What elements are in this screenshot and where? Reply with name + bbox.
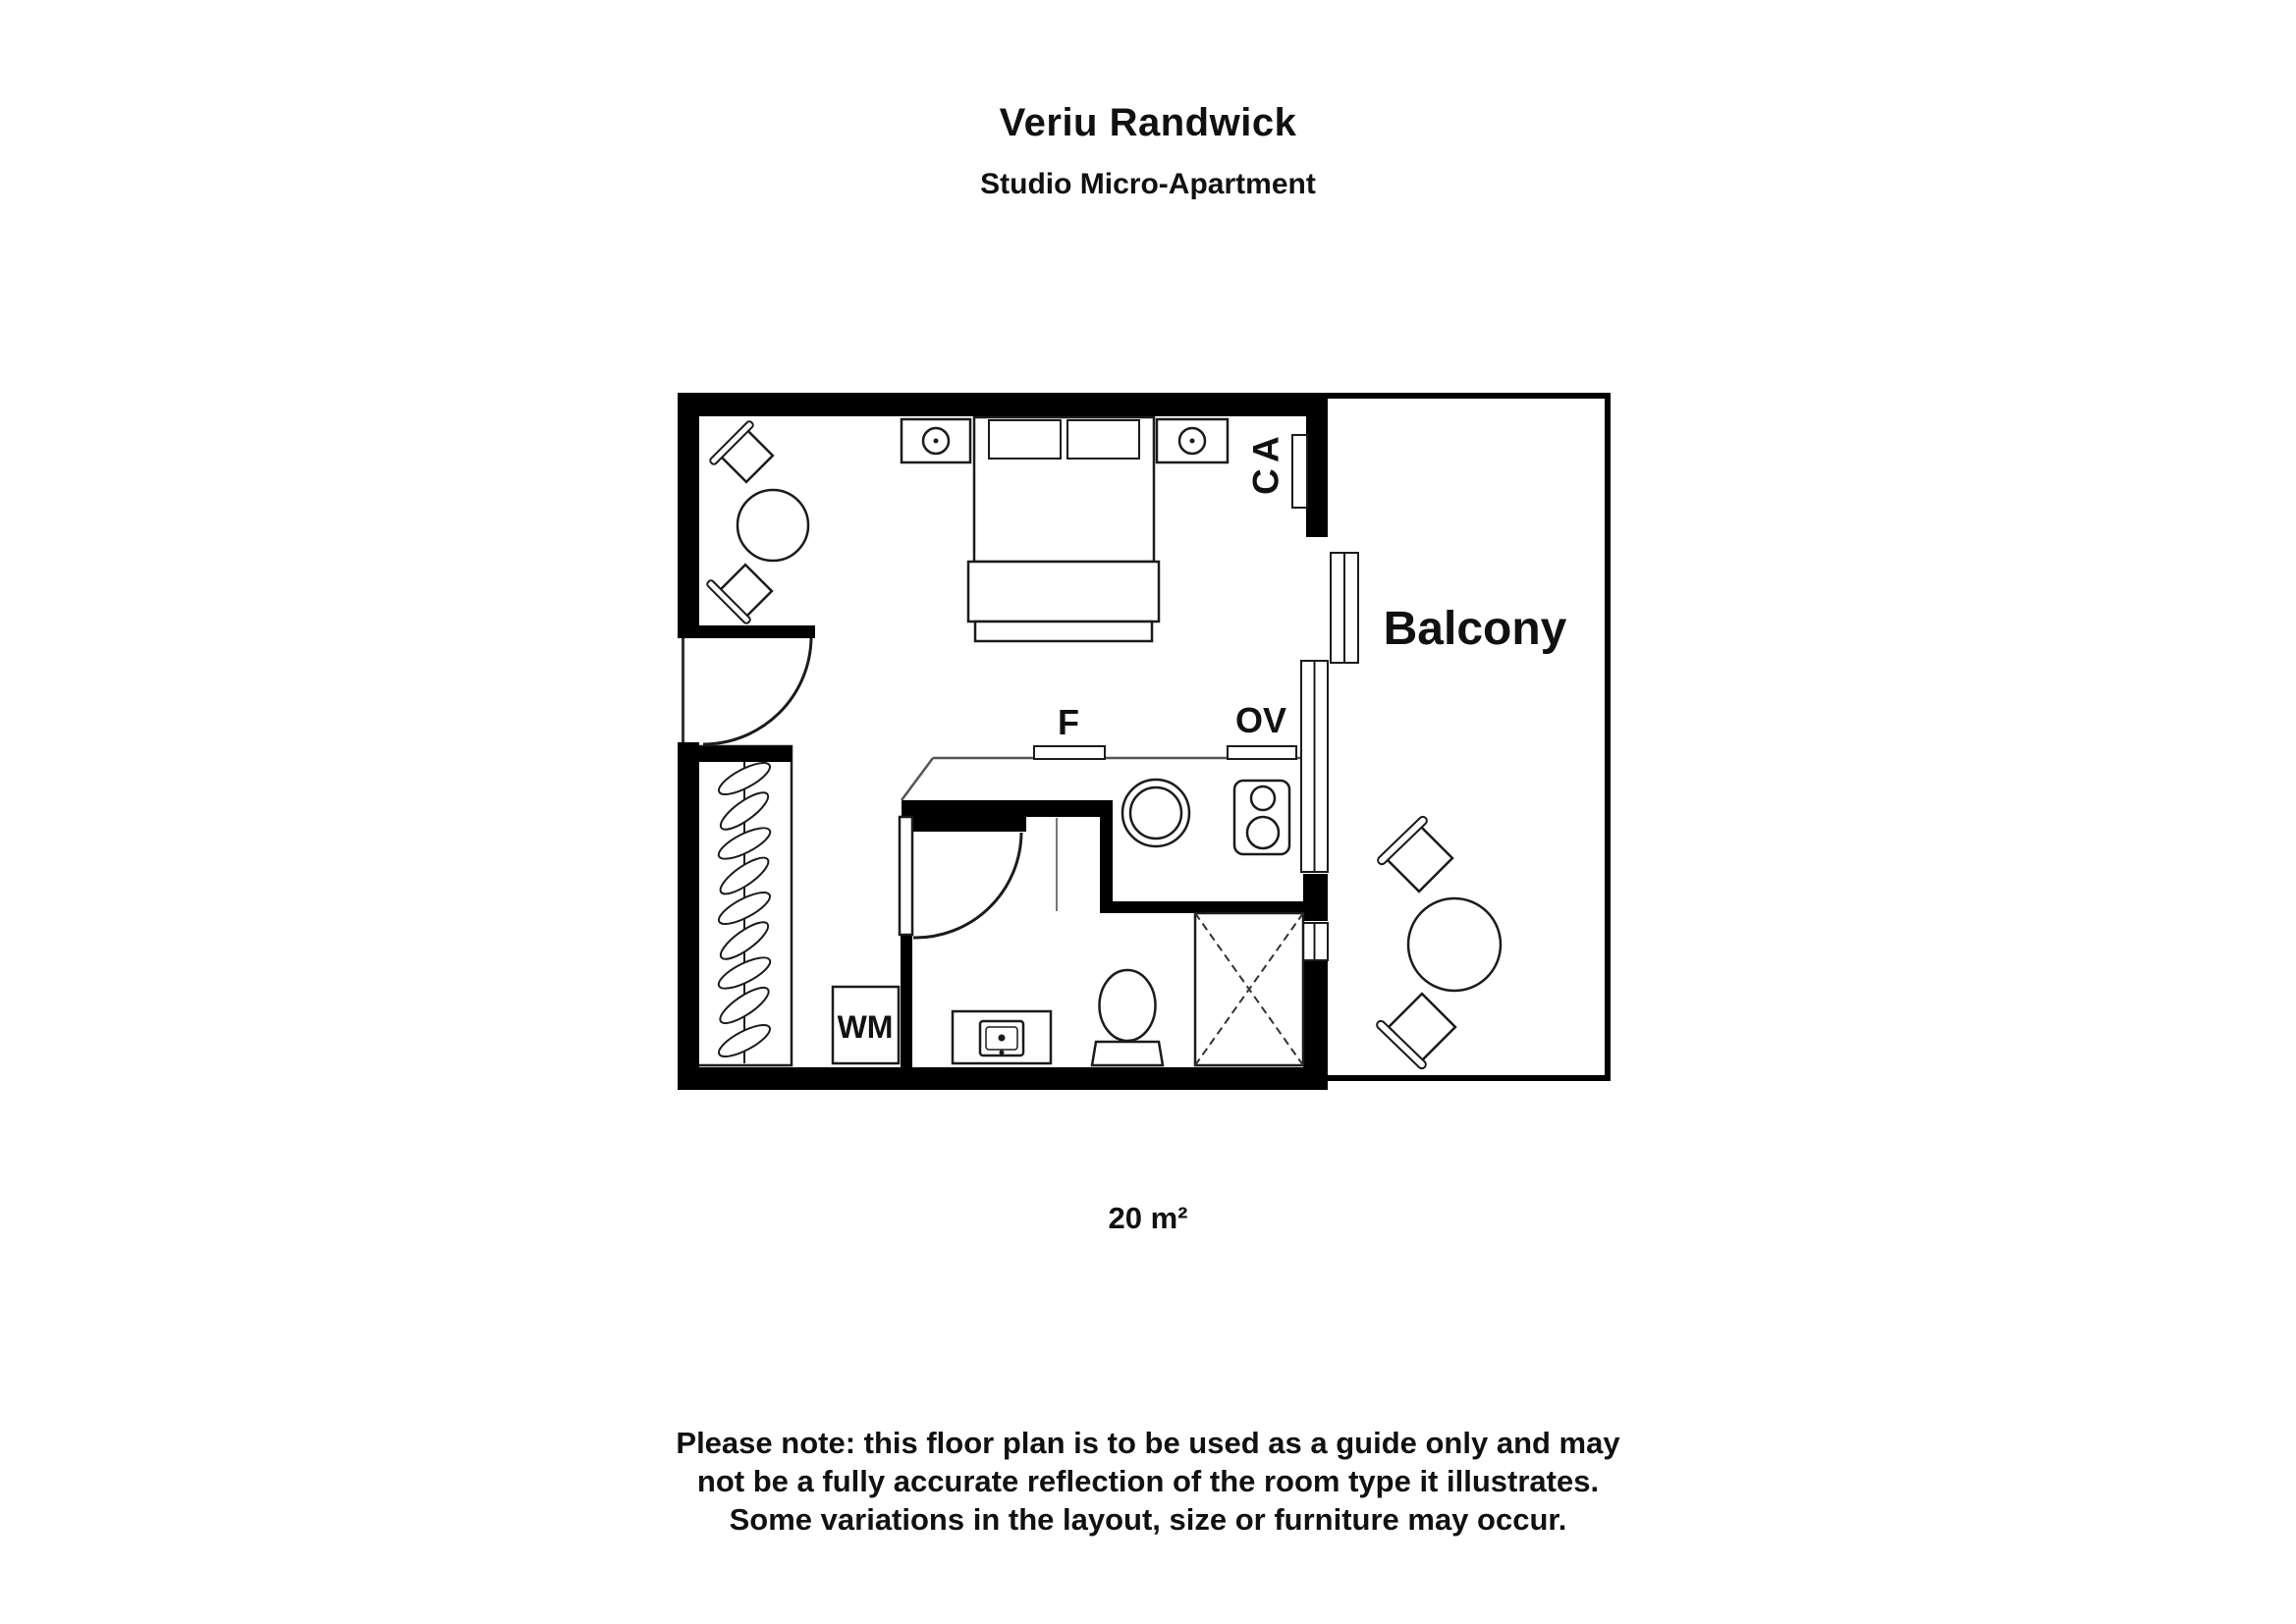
hanger-icon <box>717 827 772 860</box>
disclaimer-line: Please note: this floor plan is to be us… <box>676 1426 1620 1460</box>
chair-seat <box>717 563 774 620</box>
chair-seat <box>1384 823 1454 893</box>
hanger-icon <box>718 1024 771 1057</box>
wall-entry-stub <box>678 625 815 638</box>
hanger-icon <box>718 762 771 795</box>
entry-door-leaf <box>682 638 684 742</box>
entry-door-swing-arc <box>702 637 813 746</box>
chair-backrest <box>706 579 751 624</box>
hanger-icon <box>719 921 770 960</box>
wall-left-upper <box>678 393 699 638</box>
balcony-label: Balcony <box>1384 603 1567 655</box>
wall-wardrobe-bar <box>697 746 792 762</box>
round-table <box>1406 896 1503 993</box>
area-label: 20 m² <box>1108 1201 1188 1235</box>
walls <box>678 393 1328 1090</box>
vanity <box>951 1009 1053 1065</box>
chair-seat <box>718 427 775 484</box>
wall-bathroom-top <box>902 800 1113 817</box>
hanger-icon <box>718 892 771 925</box>
dining-set-indoor <box>706 420 810 624</box>
kitchen-sink <box>1121 778 1191 848</box>
kitchen-window <box>1300 660 1329 873</box>
wall-bathroom-right <box>1100 817 1113 913</box>
wall-right-upper <box>1306 393 1328 537</box>
bed-duvet <box>966 560 1161 623</box>
page-subtitle: Studio Micro-Apartment <box>980 168 1316 200</box>
wall-left-lower <box>678 742 699 1090</box>
burner-icon <box>1249 785 1277 812</box>
pillow <box>1066 419 1140 460</box>
chair-backrest <box>1376 1019 1427 1070</box>
cooktop <box>1232 779 1291 856</box>
hanger-icon <box>719 986 770 1025</box>
dining-set-balcony <box>1376 815 1503 1070</box>
tap-icon <box>998 1034 1006 1042</box>
hanger-icon <box>719 791 770 831</box>
wall-bathroom-left <box>901 933 912 1067</box>
bed <box>966 415 1161 643</box>
wall-right-mid <box>1303 874 1328 921</box>
fridge-label: F <box>1058 702 1079 742</box>
nightstand-right <box>1155 417 1230 464</box>
wall-bathroom-door-header <box>911 817 1026 832</box>
round-table <box>736 488 810 563</box>
chair-backrest <box>1377 815 1428 866</box>
ac-unit <box>1291 434 1308 509</box>
wall-bottom <box>678 1067 1328 1090</box>
shower <box>1193 911 1305 1067</box>
wardrobe-hangers <box>717 762 772 1057</box>
wall-shower-top <box>1110 901 1306 913</box>
bed-foot <box>973 620 1154 643</box>
oven-marker <box>1227 745 1297 760</box>
lamp-icon <box>933 438 939 444</box>
counter-edge-diagonal <box>900 757 935 801</box>
drain-icon <box>999 1050 1005 1056</box>
washing-machine-label: WM <box>838 1009 894 1045</box>
chair-seat <box>1387 992 1457 1062</box>
disclaimer: Please note: this floor plan is to be us… <box>0 1424 2296 1539</box>
wall-right-lower <box>1303 960 1328 1088</box>
nightstand-left <box>900 417 972 464</box>
lamp-icon <box>1189 438 1195 444</box>
wall-top <box>678 393 1328 416</box>
fridge-marker <box>1033 745 1106 760</box>
hanger-icon <box>719 856 770 895</box>
hanger-icon <box>717 956 772 990</box>
bathroom-door-swing-arc <box>912 832 1023 940</box>
pillow <box>988 419 1062 460</box>
burner-icon <box>1245 815 1281 850</box>
page-title: Veriu Randwick <box>999 101 1297 144</box>
balcony-outline <box>1328 393 1611 1081</box>
washing-machine <box>831 985 901 1065</box>
oven-label: OV <box>1235 700 1286 740</box>
disclaimer-line: Some variations in the layout, size or f… <box>729 1502 1567 1537</box>
disclaimer-line: not be a fully accurate reflection of th… <box>696 1464 1600 1498</box>
chair-backrest <box>709 420 754 465</box>
bathroom-door-leaf <box>898 815 914 937</box>
toilet <box>1090 968 1165 1067</box>
shower-window <box>1300 922 1329 961</box>
balcony-sliding-door <box>1330 552 1359 664</box>
